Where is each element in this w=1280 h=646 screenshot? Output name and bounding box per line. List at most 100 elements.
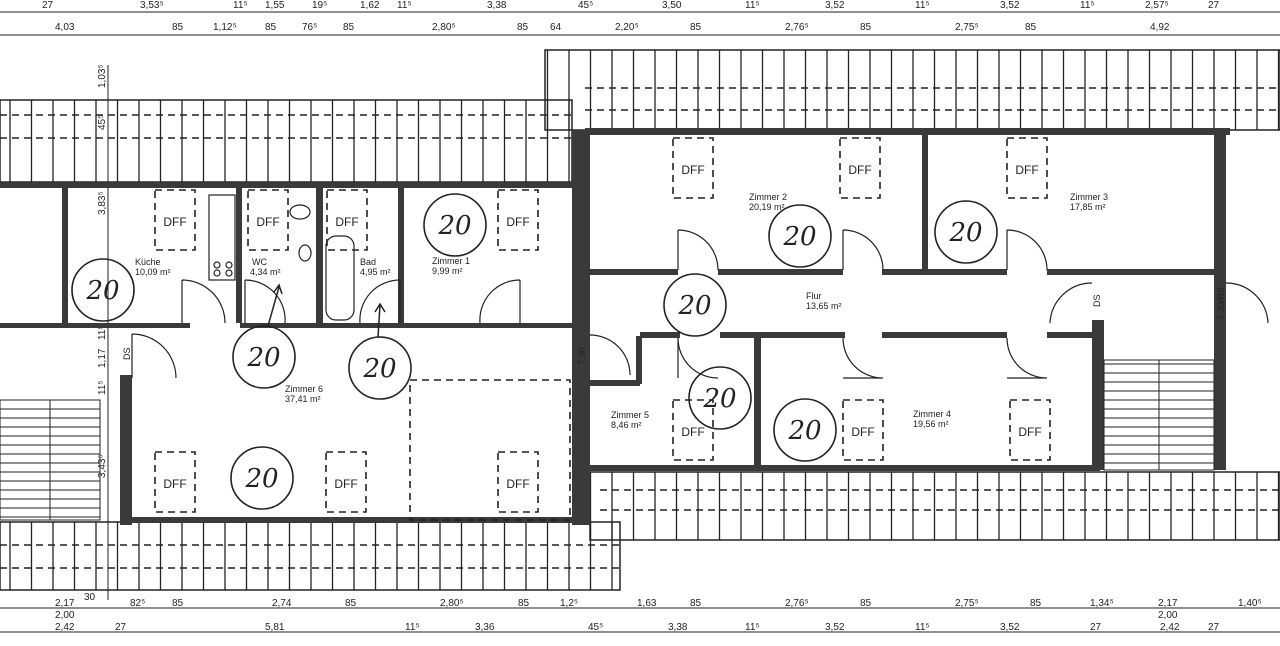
- annotation-circle: [230, 446, 294, 510]
- room-name-zimmer2: Zimmer 2: [749, 192, 787, 202]
- dimension-label: 2,75⁵: [955, 598, 979, 609]
- dimension-label: 11⁵: [1080, 0, 1095, 11]
- room-name-bad: Bad: [360, 257, 376, 267]
- dimension-label: 4,92: [1150, 22, 1170, 33]
- room-name-kueche: Küche: [135, 257, 161, 267]
- door-label-ds-right: DS: [1092, 294, 1102, 307]
- dimension-label: 3,52: [825, 0, 845, 11]
- dimension-label-vertical: 1,17: [97, 348, 108, 368]
- roof-window-outline: [839, 137, 881, 199]
- dimension-label: 3,36: [475, 622, 495, 633]
- roof-window-outline: [1006, 137, 1048, 199]
- room-area-kueche: 10,09 m²: [135, 267, 171, 277]
- annotation-circle: [71, 258, 135, 322]
- dimension-label: 85: [172, 22, 184, 33]
- dimension-label: 2,42: [1160, 622, 1180, 633]
- room-area-zimmer4: 19,56 m²: [913, 419, 949, 429]
- dimension-label: 27: [1208, 0, 1220, 11]
- annotation-value: 20: [85, 276, 119, 306]
- roof-window-outline: [842, 399, 884, 461]
- annotation-value: 20: [702, 384, 736, 414]
- annotation-value: 20: [948, 218, 982, 248]
- arrow-icon: [374, 302, 386, 338]
- roof-window-label: DFF: [848, 163, 871, 177]
- dimension-label: 64: [550, 22, 562, 33]
- dimension-label: 85: [690, 598, 702, 609]
- dimension-label: 19⁵: [312, 0, 327, 11]
- dimension-label: 2,17: [1158, 598, 1178, 609]
- annotation-value: 20: [787, 416, 821, 446]
- dimension-label: 1,55: [265, 0, 285, 11]
- door-label-t30-rs: T 30/RS: [1216, 287, 1226, 320]
- dimension-label: 2,42: [55, 622, 75, 633]
- dimension-label: 85: [1025, 22, 1037, 33]
- dimension-label: 11⁵: [745, 622, 760, 633]
- roof-window-label: DFF: [851, 425, 874, 439]
- annotation-value: 20: [244, 464, 278, 494]
- dimension-label: 85: [690, 22, 702, 33]
- room-name-zimmer3: Zimmer 3: [1070, 192, 1108, 202]
- dimension-label: 1,12⁵: [213, 22, 237, 33]
- roof-window-outline: [672, 399, 714, 461]
- dimension-label: 2,76⁵: [785, 22, 809, 33]
- dimension-label: 2,75⁵: [955, 22, 979, 33]
- annotation-circle: [768, 204, 832, 268]
- dimension-label: 30: [84, 592, 96, 603]
- arrow-icon: [267, 283, 283, 327]
- dimension-label-vertical: 11⁵: [97, 325, 108, 340]
- roof-window-label: DFF: [681, 425, 704, 439]
- annotation-circle: [663, 273, 727, 337]
- fixtures: [208, 194, 355, 321]
- annotation-value: 20: [246, 343, 280, 373]
- dimension-label: 1,40⁵: [1238, 598, 1262, 609]
- roof-window-outline: [672, 137, 714, 199]
- dimension-lines: [0, 11, 1280, 633]
- dimension-label: 4,03: [55, 22, 75, 33]
- dimension-label: 11⁵: [405, 622, 420, 633]
- dimension-label: 27: [1090, 622, 1102, 633]
- dimension-label: 1,63: [637, 598, 657, 609]
- annotation-value: 20: [677, 291, 711, 321]
- dimension-label: 11⁵: [397, 0, 412, 11]
- dimension-label: 3,50: [662, 0, 682, 11]
- room-name-zimmer6: Zimmer 6: [285, 384, 323, 394]
- roof-window-outline: [154, 451, 196, 513]
- dimension-label: 27: [115, 622, 127, 633]
- dimension-label-vertical: 3,83⁵: [97, 191, 108, 215]
- dimension-label: 3,52: [1000, 622, 1020, 633]
- roof-window-outline: [154, 189, 196, 251]
- dimension-label: 85: [860, 598, 872, 609]
- dimension-label: 3,52: [1000, 0, 1020, 11]
- room-area-wc: 4,34 m²: [250, 267, 281, 277]
- room-area-zimmer1: 9,99 m²: [432, 266, 463, 276]
- dimension-label: 1,2⁵: [560, 598, 578, 609]
- room-area-bad: 4,95 m²: [360, 267, 391, 277]
- roof-window-label: DFF: [1018, 425, 1041, 439]
- roof-window-label: DFF: [335, 215, 358, 229]
- roof-window-label: DFF: [334, 477, 357, 491]
- dimension-label: 3,53⁵: [140, 0, 164, 11]
- dimension-label: 2,80⁵: [432, 22, 456, 33]
- annotation-circle: [688, 366, 752, 430]
- room-area-zimmer6: 37,41 m²: [285, 394, 321, 404]
- roof-window-outline: [247, 189, 289, 251]
- roof-window-label: DFF: [163, 477, 186, 491]
- dimension-label: 11⁵: [915, 622, 930, 633]
- room-name-zimmer1: Zimmer 1: [432, 256, 470, 266]
- room-labels: Küche 10,09 m² WC 4,34 m² Bad 4,95 m² Zi…: [122, 192, 1226, 430]
- annotation-circle: [423, 193, 487, 257]
- dimension-label: 2,17: [55, 598, 75, 609]
- dimension-label: 85: [1030, 598, 1042, 609]
- dimension-label: 85: [517, 22, 529, 33]
- annotation-circle: [773, 398, 837, 462]
- dimension-label: 2,00: [55, 610, 75, 621]
- dimension-label: 3,52: [825, 622, 845, 633]
- annotation-value: 20: [437, 211, 471, 241]
- roof-window-label: DFF: [506, 477, 529, 491]
- dimension-label: 85: [860, 22, 872, 33]
- annotation-value: 20: [782, 222, 816, 252]
- room-name-zimmer4: Zimmer 4: [913, 409, 951, 419]
